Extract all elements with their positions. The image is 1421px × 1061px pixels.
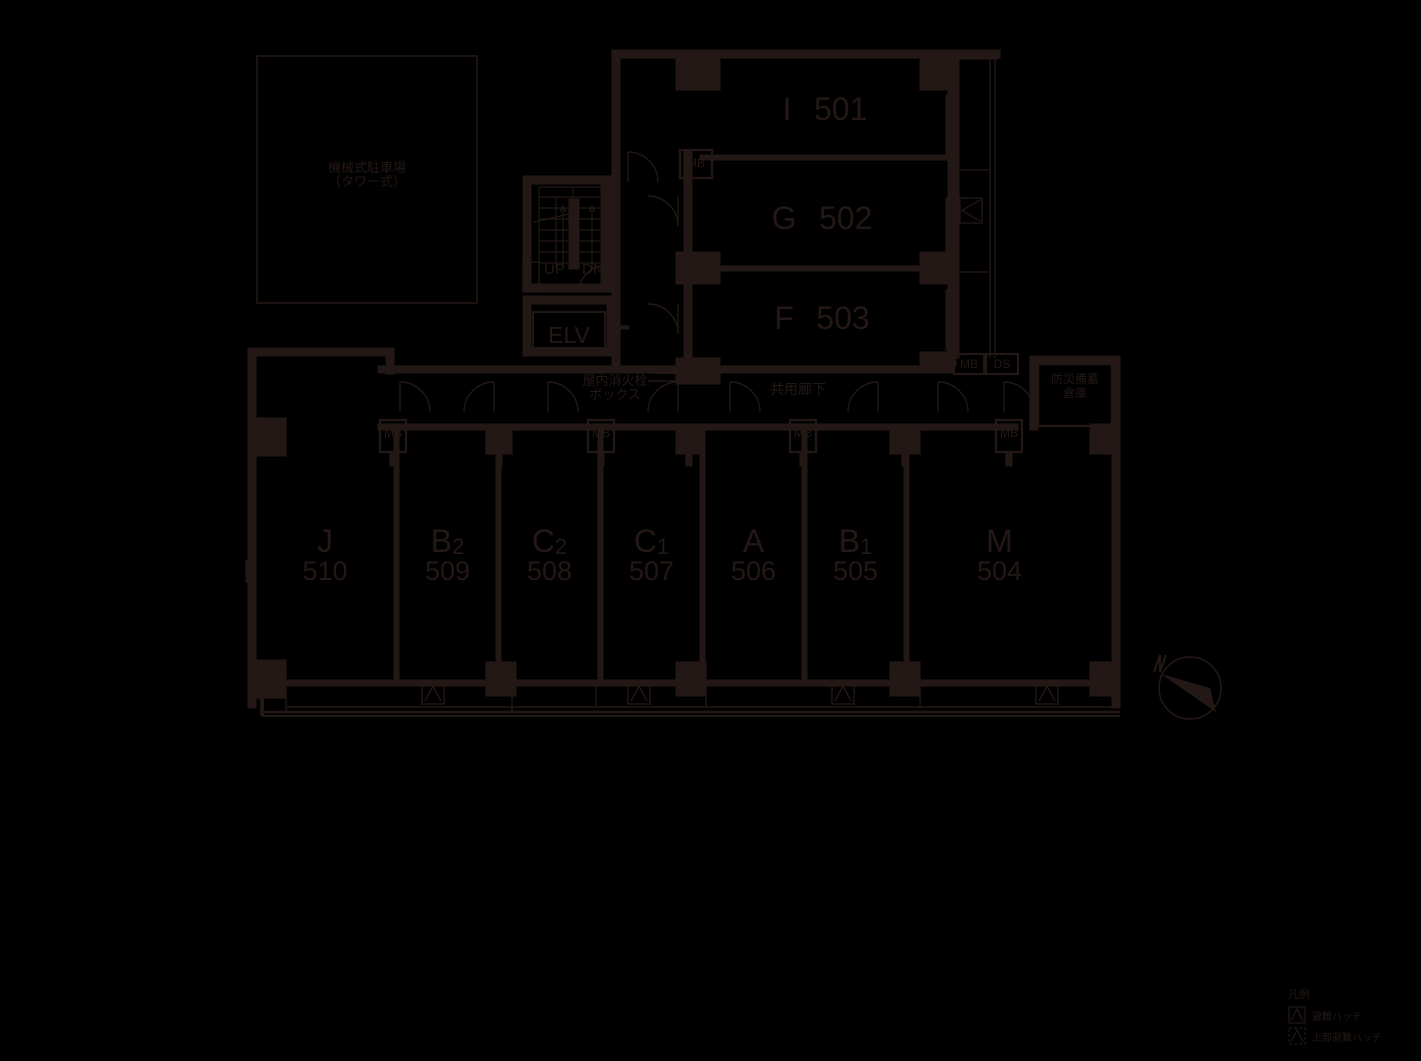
parking-label-line2: （タワー式） [327, 174, 406, 190]
unit-510: J 510 [256, 523, 394, 586]
storage-label-line2: 倉庫 [1062, 385, 1087, 400]
unit-510-letter: J [317, 523, 333, 559]
hydrant-box-label: 屋内消火栓 ボックス [575, 374, 655, 404]
unit-509-number: 509 [424, 555, 471, 586]
legend-item-1: 上部避難ハッチ [1288, 1027, 1382, 1045]
unit-502: G 502 [716, 200, 928, 236]
upper-wing-walls [611, 49, 1001, 385]
stair-dn-label: DN [582, 261, 604, 278]
unit-509-letter: B [430, 523, 453, 559]
shaft-ds-right-label: DS [993, 357, 1011, 371]
parking-label-line1: 機械式駐車場 [327, 161, 406, 176]
disaster-storage-room [1036, 362, 1114, 428]
unit-507-letter: C [633, 523, 657, 559]
unit-502-letter: G [771, 200, 797, 236]
legend-title: 凡例 [1288, 988, 1310, 1001]
unit-503-letter: F [774, 300, 794, 336]
shaft-mb-right-label: MB [960, 357, 978, 371]
stairwell [522, 175, 616, 293]
unit-501-number: 501 [813, 91, 868, 127]
hydrant-label-line1: 屋内消火栓 [582, 374, 648, 389]
upper-evacuation-hatch-icon [1288, 1027, 1306, 1045]
shaft-mb-ds-right [953, 353, 1019, 375]
disaster-storage-label: 防災備蓄 倉庫 [1038, 372, 1112, 401]
unit-509: B2 509 [399, 523, 496, 586]
unit-504-letter: M [986, 523, 1013, 559]
unit-507: C1 507 [603, 523, 700, 586]
legend-item-1-label: 上部避難ハッチ [1312, 1032, 1382, 1044]
unit-501-letter: I [782, 91, 792, 127]
unit-510-number: 510 [302, 555, 348, 586]
mechanical-parking-label: 機械式駐車場 （タワー式） [257, 162, 477, 189]
common-corridor-label: 共用廊下 [770, 382, 826, 398]
unit-505-letter: B [838, 523, 861, 559]
unit-505-number: 505 [832, 555, 879, 586]
unit-508: C2 508 [501, 523, 598, 586]
unit-503-number: 503 [816, 300, 870, 336]
unit-506: A 506 [705, 523, 802, 586]
unit-506-number: 506 [730, 555, 777, 586]
legend-item-0: 避難ハッチ [1288, 1006, 1382, 1024]
upper-unit-doors [627, 151, 679, 335]
elevator-shaft [522, 295, 630, 357]
unit-501: I 501 [700, 91, 950, 127]
balcony [260, 681, 1120, 714]
shaft-mb-upper-label: MB [687, 156, 705, 170]
unit-503: F 503 [716, 300, 928, 336]
unit-508-letter: C [531, 523, 555, 559]
corridor-doors [399, 381, 1035, 413]
storage-label-line1: 防災備蓄 [1050, 372, 1099, 386]
unit-508-number: 508 [526, 555, 573, 586]
legend-item-0-label: 避難ハッチ [1312, 1011, 1362, 1023]
unit-504-number: 504 [976, 555, 1023, 586]
shaft-mb-4-label: MB [1000, 426, 1018, 440]
unit-505-sub: 1 [860, 534, 873, 559]
shaft-mb-upper [678, 148, 714, 180]
unit-509-sub: 2 [452, 534, 465, 559]
shaft-mb-3-label: MB [794, 426, 812, 440]
unit-508-sub: 2 [554, 534, 568, 559]
hydrant-label-line2: ボックス [589, 388, 641, 404]
mechanical-parking-outline [256, 55, 478, 304]
shaft-mb-1-label: MB [384, 426, 402, 440]
compass-rose [1152, 654, 1222, 720]
evacuation-hatch-icon [1288, 1006, 1306, 1024]
shaft-mb-2-label: MB [592, 426, 610, 440]
unit-507-sub: 1 [656, 534, 670, 559]
unit-502-number: 502 [818, 200, 873, 236]
unit-506-letter: A [742, 523, 765, 559]
elevator-label: ELV [548, 322, 590, 348]
unit-505: B1 505 [807, 523, 904, 586]
hydrant-leader [648, 366, 691, 382]
unit-507-number: 507 [628, 555, 675, 586]
stair-up-label: UP [544, 261, 565, 278]
legend: 凡例 避難ハッチ 上部避難ハッチ [1288, 986, 1382, 1045]
unit-504: M 504 [909, 523, 1090, 586]
